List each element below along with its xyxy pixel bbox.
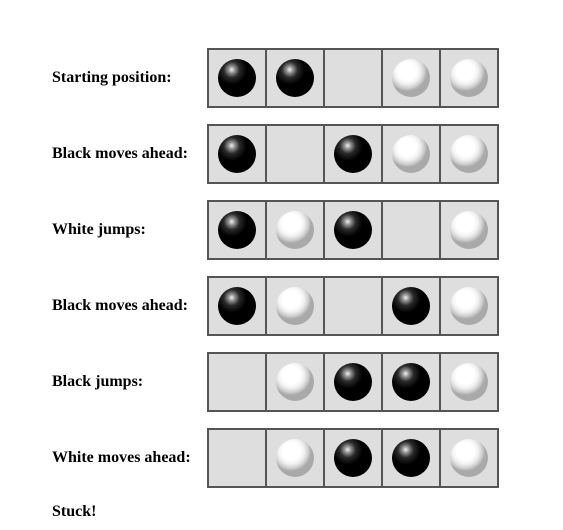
board-cell [267, 354, 323, 410]
board-cell [209, 354, 265, 410]
white-piece [450, 287, 488, 325]
board-cell [441, 50, 497, 106]
board-cell [325, 430, 381, 486]
board-cell [209, 50, 265, 106]
black-piece [218, 211, 256, 249]
step-label: Black jumps: [52, 373, 144, 390]
black-piece [218, 287, 256, 325]
black-piece [218, 135, 256, 173]
board-cell [267, 50, 323, 106]
black-piece [218, 59, 256, 97]
white-piece [450, 135, 488, 173]
white-piece [392, 135, 430, 173]
board-cell [267, 126, 323, 182]
board [207, 352, 499, 412]
black-piece [392, 287, 430, 325]
board-cell [209, 278, 265, 334]
step-label: Starting position: [52, 69, 172, 86]
board-cell [267, 278, 323, 334]
step-label: Black moves ahead: [52, 145, 188, 162]
step-label: Black moves ahead: [52, 297, 188, 314]
board-cell [383, 430, 439, 486]
board-cell [267, 430, 323, 486]
board-cell [383, 126, 439, 182]
white-piece [276, 287, 314, 325]
board-cell [383, 202, 439, 258]
black-piece [276, 59, 314, 97]
result-text: Stuck! [52, 503, 97, 520]
step-row: Black moves ahead: [0, 124, 563, 184]
board-cell [209, 126, 265, 182]
board-cell [383, 354, 439, 410]
white-piece [450, 439, 488, 477]
board-cell [209, 430, 265, 486]
board-cell [383, 278, 439, 334]
board-cell [441, 126, 497, 182]
board-cell [325, 354, 381, 410]
step-row: Black jumps: [0, 352, 563, 412]
black-piece [334, 135, 372, 173]
step-row: White jumps: [0, 200, 563, 260]
board-cell [441, 202, 497, 258]
board-cell [325, 50, 381, 106]
black-piece [392, 439, 430, 477]
board-cell [441, 430, 497, 486]
black-piece [392, 363, 430, 401]
board [207, 428, 499, 488]
white-piece [276, 363, 314, 401]
board-cell [325, 278, 381, 334]
step-row: White moves ahead: [0, 428, 563, 488]
white-piece [276, 211, 314, 249]
white-piece [276, 439, 314, 477]
black-piece [334, 211, 372, 249]
board-cell [441, 354, 497, 410]
board-cell [325, 126, 381, 182]
board-cell [441, 278, 497, 334]
white-piece [450, 211, 488, 249]
board-cell [209, 202, 265, 258]
board-cell [383, 50, 439, 106]
step-row: Black moves ahead: [0, 276, 563, 336]
board [207, 48, 499, 108]
board-cell [267, 202, 323, 258]
black-piece [334, 439, 372, 477]
board [207, 276, 499, 336]
board [207, 124, 499, 184]
step-label: White moves ahead: [52, 449, 191, 466]
white-piece [450, 363, 488, 401]
step-label: White jumps: [52, 221, 146, 238]
step-row: Starting position: [0, 48, 563, 108]
white-piece [392, 59, 430, 97]
white-piece [450, 59, 488, 97]
black-piece [334, 363, 372, 401]
board-cell [325, 202, 381, 258]
board [207, 200, 499, 260]
